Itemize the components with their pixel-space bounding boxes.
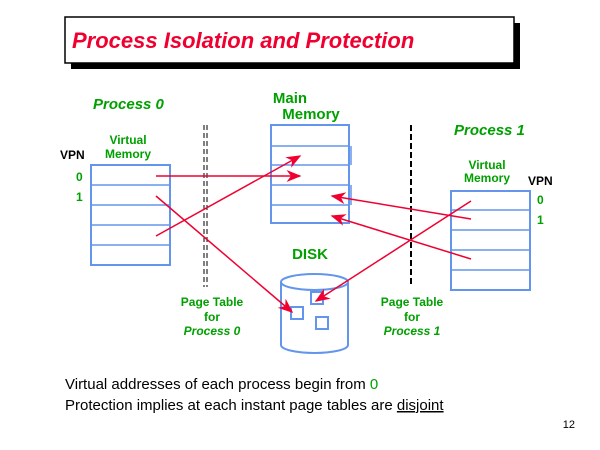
main-memory bbox=[270, 124, 352, 224]
virtual-memory-process0 bbox=[90, 164, 171, 266]
main-memory-label2: Memory bbox=[282, 106, 340, 123]
slide-title: Process Isolation and Protection bbox=[72, 28, 414, 53]
svg-text:Process 1: Process 1 bbox=[384, 324, 441, 338]
vm1-label2: Memory bbox=[464, 171, 510, 185]
process1-label: Process 1 bbox=[454, 122, 525, 139]
bullet-line-2: Protection implies at each instant page … bbox=[65, 397, 444, 414]
vpn0-header: VPN bbox=[60, 148, 85, 162]
main-memory-label1: Main bbox=[273, 90, 307, 107]
mapping-arrows bbox=[155, 155, 472, 313]
svg-text:Page Table: Page Table bbox=[381, 295, 444, 309]
page-table-divider-0 bbox=[203, 125, 208, 287]
page-table-label-1: Page Table for Process 1 bbox=[381, 295, 444, 338]
svg-text:for: for bbox=[404, 310, 420, 324]
vm1-label1: Virtual bbox=[468, 158, 505, 172]
vm0-label2: Memory bbox=[105, 147, 151, 161]
virtual-memory-process1 bbox=[450, 190, 531, 291]
vpn1-1: 1 bbox=[537, 213, 544, 227]
disk-cylinder-icon bbox=[280, 273, 349, 354]
page-table-label-0: Page Table for Process 0 bbox=[181, 295, 244, 338]
svg-text:Page Table: Page Table bbox=[181, 295, 244, 309]
vpn1-header: VPN bbox=[528, 174, 553, 188]
vpn1-0: 0 bbox=[537, 193, 544, 207]
bullet-line-1: Virtual addresses of each process begin … bbox=[65, 376, 378, 393]
title-box bbox=[64, 16, 515, 64]
process0-label: Process 0 bbox=[93, 96, 165, 113]
page-number: 12 bbox=[563, 419, 575, 431]
disk-label: DISK bbox=[292, 246, 328, 263]
svg-text:Process 0: Process 0 bbox=[184, 324, 241, 338]
vm0-label1: Virtual bbox=[109, 133, 146, 147]
vpn0-0: 0 bbox=[76, 170, 83, 184]
vpn0-1: 1 bbox=[76, 190, 83, 204]
svg-text:for: for bbox=[204, 310, 220, 324]
